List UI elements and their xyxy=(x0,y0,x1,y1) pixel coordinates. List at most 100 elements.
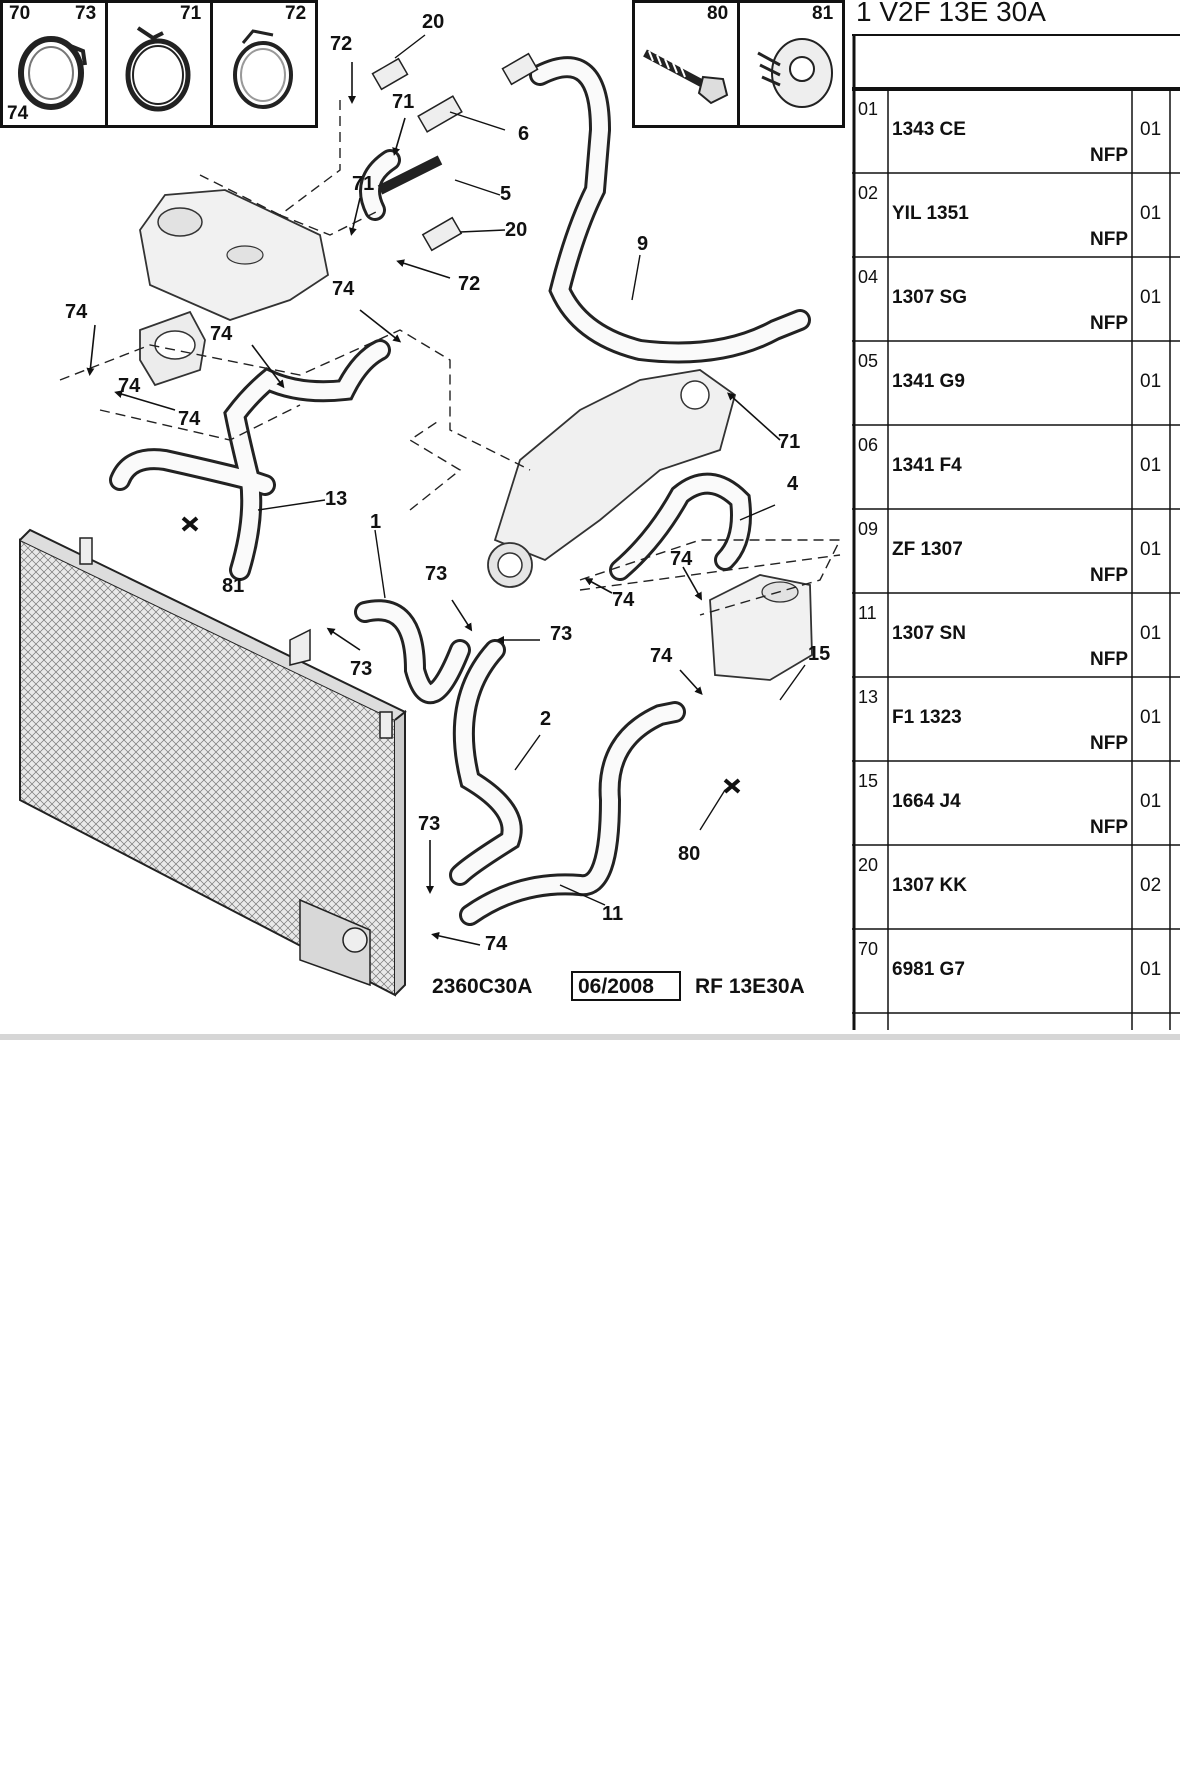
row-part-reference: 6981 G7 xyxy=(892,959,965,980)
assembly-guide-lines xyxy=(59,100,842,616)
row-part-reference: ZF 1307 xyxy=(892,539,963,560)
table-row: 11 1307 SN NFP 01 xyxy=(852,593,1180,677)
clamp-icon xyxy=(18,36,87,110)
callout-label: 4 xyxy=(787,473,799,495)
callout-label: 73 xyxy=(418,813,440,835)
callout-label: 74 xyxy=(210,323,233,345)
drawing-footer: 2360C30A 06/2008 RF 13E30A xyxy=(432,971,805,1001)
clamp-label: 71 xyxy=(180,3,202,24)
row-position: 09 xyxy=(858,519,879,539)
callout-label: 71 xyxy=(392,91,414,113)
row-position: 13 xyxy=(858,687,879,707)
screw-icon xyxy=(643,49,729,105)
row-nfp-flag: NFP xyxy=(1090,313,1128,334)
row-quantity: 01 xyxy=(1140,203,1162,224)
row-position: 04 xyxy=(858,267,879,287)
callout-label: 9 xyxy=(637,233,648,255)
table-row: 15 1664 J4 NFP 01 xyxy=(852,761,1180,845)
row-nfp-flag: NFP xyxy=(1090,229,1128,250)
plain-leader-lines xyxy=(257,34,806,906)
clamp-box-70-73-74: 70 73 74 xyxy=(0,0,108,128)
fastener-cross-marks xyxy=(181,516,741,794)
row-position: 15 xyxy=(858,771,879,791)
clamp-label: 73 xyxy=(75,3,97,24)
callout-label: 11 xyxy=(602,903,623,925)
row-position: 02 xyxy=(858,183,879,203)
fastener-box-80: 80 xyxy=(632,0,740,128)
drawing-date: 06/2008 xyxy=(578,975,654,998)
row-nfp-flag: NFP xyxy=(1090,733,1128,754)
callout-label: 5 xyxy=(500,183,511,205)
row-position: 70 xyxy=(858,939,879,959)
callout-label: 74 xyxy=(650,645,673,667)
callout-label: 2 xyxy=(540,708,551,730)
callout-label: 71 xyxy=(352,173,374,195)
row-quantity: 01 xyxy=(1140,539,1162,560)
callout-label: 6 xyxy=(518,123,529,145)
row-part-reference: 1341 F4 xyxy=(892,455,962,476)
row-nfp-flag: NFP xyxy=(1090,565,1128,586)
callout-label: 74 xyxy=(65,301,88,323)
drawing-reference: RF 13E30A xyxy=(695,975,805,998)
clamp-box-71: 71 xyxy=(105,0,213,128)
oil-cooler xyxy=(139,310,206,387)
callout-label: 73 xyxy=(550,623,572,645)
table-header-code: 1 V2F 13E 30A xyxy=(856,0,1046,27)
callout-label: 74 xyxy=(332,278,355,300)
callout-label: 72 xyxy=(330,33,352,55)
row-position: 11 xyxy=(858,603,877,623)
row-part-reference: YIL 1351 xyxy=(892,203,969,224)
row-quantity: 01 xyxy=(1140,455,1162,476)
callout-label: 73 xyxy=(425,563,447,585)
row-nfp-flag: NFP xyxy=(1090,145,1128,166)
radiator xyxy=(19,528,407,997)
row-quantity: 02 xyxy=(1140,875,1162,896)
degassing-bottle xyxy=(709,574,813,681)
row-part-reference: 1307 SN xyxy=(892,623,966,644)
callout-label: 74 xyxy=(485,933,508,955)
callout-labels: 20 72 71 6 5 20 72 71 9 74 74 74 74 74 1… xyxy=(65,11,830,955)
cooling-system-drawing: 20 72 71 6 5 20 72 71 9 74 74 74 74 74 1… xyxy=(19,11,842,1001)
fastener-label: 80 xyxy=(707,3,729,24)
clamp-label: 72 xyxy=(285,3,307,24)
callout-label: 74 xyxy=(118,375,141,397)
callout-label: 13 xyxy=(325,488,347,510)
table-row: 06 1341 F4 01 xyxy=(852,425,1180,509)
row-quantity: 01 xyxy=(1140,119,1162,140)
table-row: 70 6981 G7 01 xyxy=(852,929,1180,1013)
row-nfp-flag: NFP xyxy=(1090,649,1128,670)
fastener-label: 81 xyxy=(812,3,834,24)
callout-label: 80 xyxy=(678,843,700,865)
arrow-leaders xyxy=(86,62,781,946)
torx-clip-icon xyxy=(757,38,833,108)
table-grid xyxy=(852,34,1180,1030)
row-part-reference: 1664 J4 xyxy=(892,791,961,812)
thermostat-housing xyxy=(487,369,737,588)
clamp-label: 70 xyxy=(9,3,31,24)
callout-label: 72 xyxy=(458,273,480,295)
row-part-reference: 1343 CE xyxy=(892,119,966,140)
row-part-reference: F1 1323 xyxy=(892,707,962,728)
hose-connectors xyxy=(371,52,539,252)
row-quantity: 01 xyxy=(1140,791,1162,812)
row-quantity: 01 xyxy=(1140,371,1162,392)
row-position: 06 xyxy=(858,435,879,455)
callout-label: 1 xyxy=(370,511,381,533)
row-part-reference: 1307 SG xyxy=(892,287,967,308)
callout-label: 20 xyxy=(422,11,444,33)
row-quantity: 01 xyxy=(1140,623,1162,644)
exploded-parts-diagram: 20 72 71 6 5 20 72 71 9 74 74 74 74 74 1… xyxy=(0,0,850,1030)
row-nfp-flag: NFP xyxy=(1090,817,1128,838)
row-quantity: 01 xyxy=(1140,287,1162,308)
callout-label: 74 xyxy=(670,548,693,570)
coolant-hoses xyxy=(109,56,811,926)
clamp-icon xyxy=(125,26,191,112)
clamp-icon xyxy=(233,29,293,109)
row-quantity: 01 xyxy=(1140,959,1162,980)
date-box xyxy=(571,971,681,1001)
